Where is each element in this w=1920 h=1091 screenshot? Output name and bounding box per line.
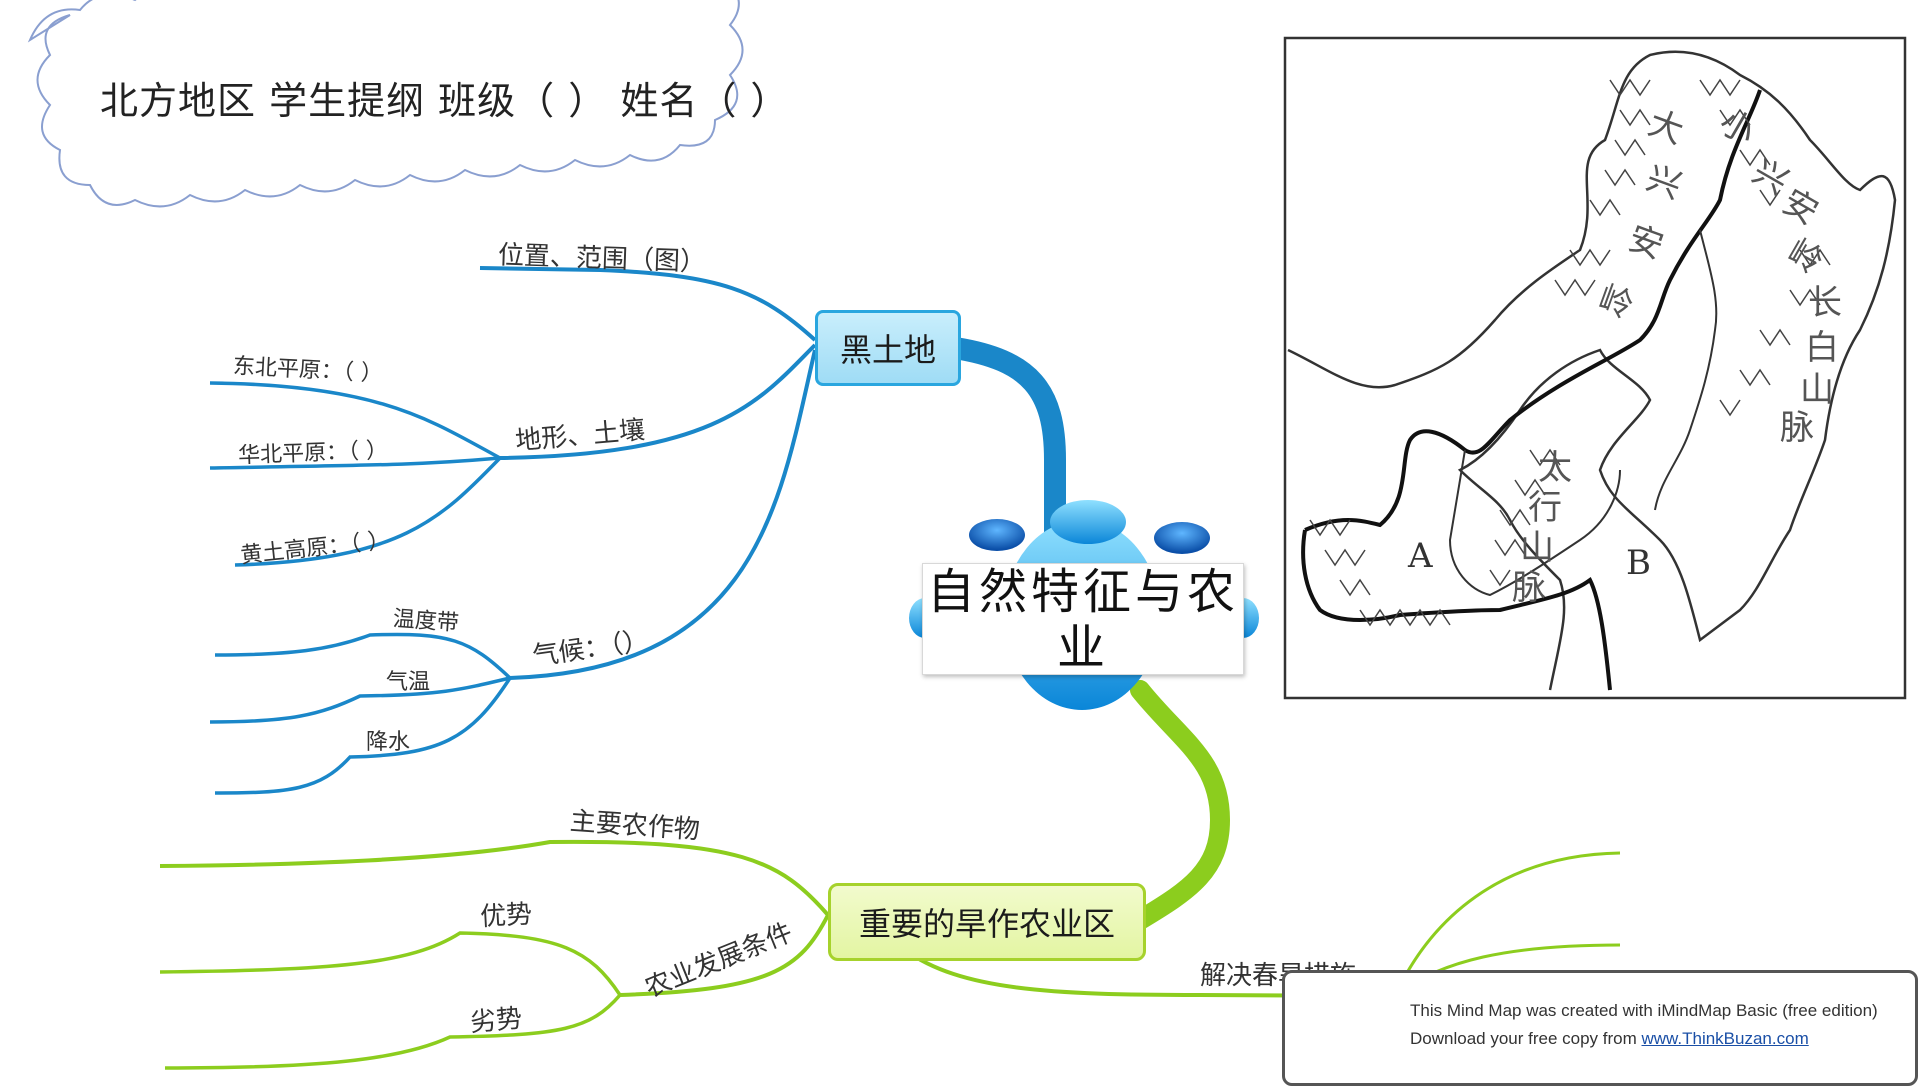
central-oval-right [1154, 522, 1210, 554]
branch-climate [509, 349, 817, 680]
title-cloud [27, 0, 744, 208]
branch-conditions [619, 914, 830, 997]
central-topic[interactable]: 自然特征与农业 [922, 563, 1244, 676]
map-mountain-char: 脉 [1780, 408, 1814, 448]
map-label-a: A [1408, 536, 1433, 576]
map-region-line [1304, 89, 1762, 532]
central-oval-left [969, 519, 1025, 551]
map-mountain-char: 山 [1520, 528, 1554, 568]
branch-trunk-green [1130, 680, 1231, 930]
branch-temperature [209, 676, 511, 724]
mountain-hatching [1309, 78, 1831, 627]
map-mountain-char: 白 [1805, 328, 1839, 368]
map-mountain-char: 行 [1528, 488, 1562, 528]
branch-location [479, 266, 817, 342]
label-temp-zone: 温度带 [392, 606, 460, 637]
label-disadvantage: 劣势 [469, 1003, 524, 1039]
branch-temp-zone [214, 632, 512, 680]
branch-nc-plain [209, 456, 501, 470]
thinkbuzan-link[interactable]: www.ThinkBuzan.com [1641, 1029, 1809, 1048]
branch-spring-drought [903, 948, 1396, 998]
map-mountain-char: 脉 [1512, 568, 1546, 608]
map-mountain-char: 长 [1808, 283, 1842, 323]
branch-crops [159, 839, 830, 917]
map-label-b: B [1626, 543, 1651, 583]
page-title: 北方地区 学生提纲 班级（ ） 姓名（ ） [100, 79, 790, 123]
branch-ne-plain [209, 381, 501, 460]
branch-sd-leaf-1 [1393, 851, 1621, 997]
node-black-soil[interactable]: 黑土地 [815, 310, 961, 386]
central-oval-mid [1050, 500, 1126, 544]
imindmap-watermark: This Mind Map was created with iMindMap … [1282, 970, 1918, 1086]
label-advantage: 优势 [479, 899, 533, 933]
label-nc-plain: 华北平原：（ ） [237, 438, 389, 469]
watermark-line1: This Mind Map was created with iMindMap … [1410, 1001, 1878, 1020]
map-border-line [1301, 529, 1612, 691]
branch-advantage [159, 931, 622, 996]
branch-loess [234, 456, 502, 567]
branch-precip [214, 677, 512, 795]
branch-terrain [499, 343, 817, 460]
map-mountain-char: 太 [1538, 448, 1572, 488]
node-dry-farming[interactable]: 重要的旱作农业区 [828, 883, 1146, 961]
label-precip: 降水 [366, 730, 411, 755]
branch-disadvantage [164, 993, 622, 1070]
label-temperature: 气温 [386, 670, 431, 695]
map-mountain-char: 山 [1800, 370, 1834, 410]
map-river [1654, 229, 1718, 511]
branch-trunk-blue [944, 337, 1066, 571]
map-inner-line [1448, 449, 1621, 597]
watermark-line2-prefix: Download your free copy from [1410, 1029, 1642, 1048]
label-location: 位置、范围（图） [497, 240, 707, 278]
watermark-line2: Download your free copy from www.ThinkBu… [1410, 1029, 1809, 1049]
